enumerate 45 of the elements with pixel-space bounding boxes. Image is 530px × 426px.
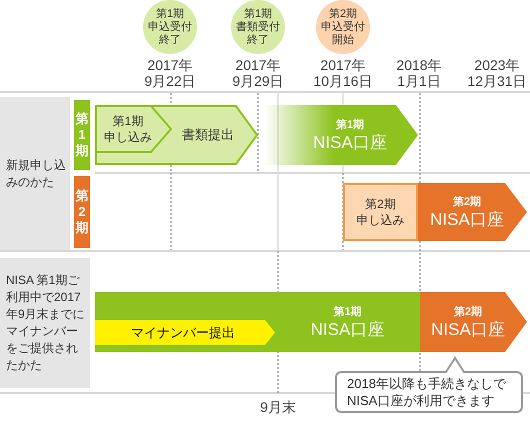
period-label: 第1期 <box>336 118 364 130</box>
account-label: NISA口座 <box>431 320 505 338</box>
period-tab <box>74 100 90 170</box>
row-header-panel <box>0 258 90 388</box>
period-label: 第1期 <box>333 306 362 318</box>
milestone-circle <box>316 0 370 54</box>
row-header-text: 新規申し込みのかた <box>6 158 66 188</box>
step-label: 書類提出 <box>182 127 234 142</box>
step-arrow <box>95 105 258 165</box>
milestone-label: 申込受付終了 <box>148 20 192 46</box>
milestone-circle <box>143 0 197 54</box>
date-label: 2017年9月22日 <box>144 57 196 89</box>
date-label: 2023年12月31日 <box>467 57 527 89</box>
period-label: 第1期 <box>112 114 144 128</box>
callout-text: 2018年以降も手続きなしでNISA口座が利用できます <box>347 376 506 408</box>
period-label: 第2期 <box>365 197 396 211</box>
account-arrow <box>420 292 527 352</box>
date-label: 2018年1月1日 <box>396 57 442 89</box>
milestone-label: 書類受付終了 <box>236 20 280 46</box>
row-header-text: NISA 第1期ご利用中で2017年9月末までにマイナンバーをご提供されたかた <box>6 273 85 372</box>
period-label: 第1期 <box>156 8 184 20</box>
account-arrow <box>418 183 527 241</box>
milestone-circle <box>231 0 285 54</box>
account-label: NISA口座 <box>313 132 387 152</box>
period-tab-label: 第1期 <box>76 111 88 158</box>
step-label: マイナンバー提出 <box>131 324 235 340</box>
period-label: 第2期 <box>328 8 358 20</box>
period-label: 第1期 <box>244 8 272 20</box>
date-label: 9月末 <box>260 399 296 415</box>
step-label: 申し込み <box>356 213 404 227</box>
period-tab-label: 第2期 <box>76 188 88 235</box>
account-label: NISA口座 <box>310 320 384 338</box>
callout-bubble <box>335 357 523 413</box>
milestone-label: 申込受付開始 <box>321 20 365 46</box>
date-label: 2017年9月29日 <box>232 57 284 89</box>
period-label: 第2期 <box>452 196 482 208</box>
period-tab <box>74 176 90 248</box>
account-bar <box>95 292 420 352</box>
date-label: 2017年10月16日 <box>313 57 373 89</box>
period-label: 第2期 <box>454 306 482 318</box>
account-label: NISA口座 <box>430 210 504 228</box>
step-label: 申し込み <box>104 130 152 144</box>
row-header-panel <box>0 97 70 250</box>
account-arrow <box>265 105 418 165</box>
step-box <box>343 183 418 241</box>
